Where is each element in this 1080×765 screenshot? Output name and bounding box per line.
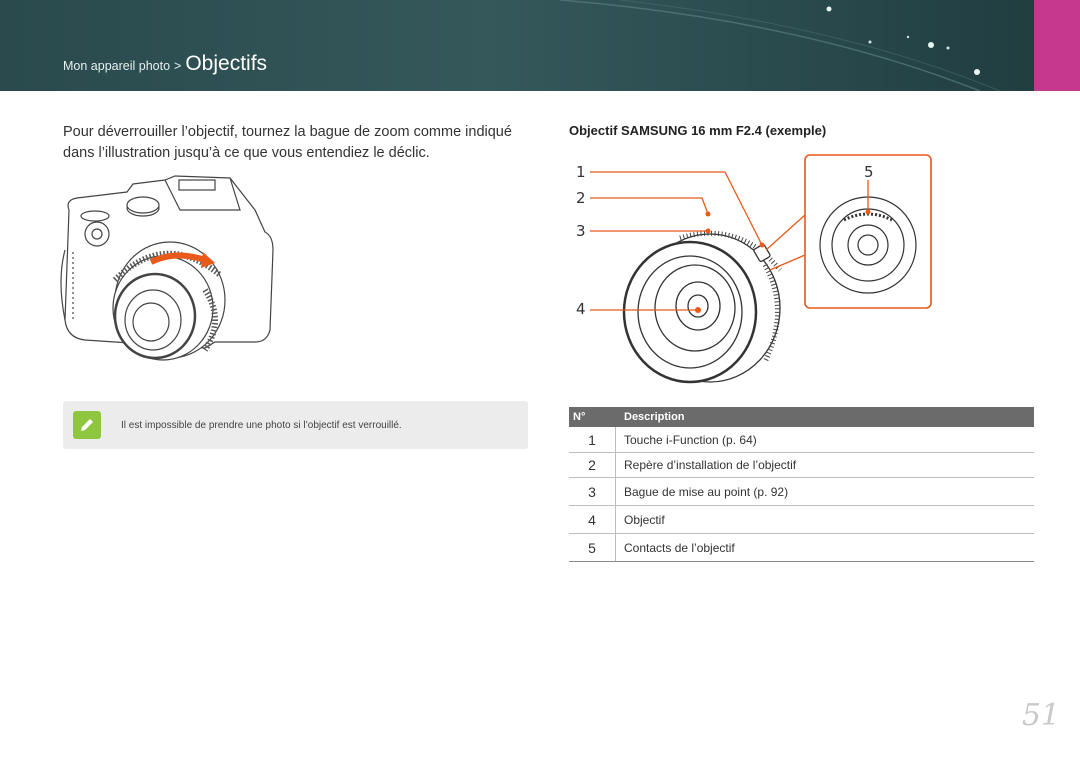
row-number: 5 [569,534,616,561]
note-text: Il est impossible de prendre une photo s… [121,419,402,431]
breadcrumb-separator: > [174,59,182,73]
row-description: Objectif [624,512,665,527]
callout-4: 4 [576,300,586,318]
row-description: Bague de mise au point (p. 92) [624,484,789,499]
pencil-note-icon [73,411,101,439]
table-row: 5 Contacts de l’objectif [569,534,1034,562]
row-description: Contacts de l’objectif [624,540,735,555]
header-description: Description [624,411,685,423]
header-decoration [559,0,1001,91]
page-header-banner: Mon appareil photo > Objectifs [0,0,1080,91]
table-row: 1 Touche i-Function (p. 64) [569,427,1034,453]
row-number: 3 [569,478,616,505]
row-description: Touche i-Function (p. 64) [624,432,757,447]
table-header: N° Description [569,407,1034,427]
callout-5: 5 [864,163,874,181]
description-table: N° Description 1 Touche i-Function (p. 6… [569,407,1034,562]
row-number: 1 [569,427,616,452]
intro-paragraph: Pour déverrouiller l’objectif, tournez l… [63,124,512,161]
page-title: Objectifs [185,52,268,75]
breadcrumb: Mon appareil photo > Objectifs [63,52,267,76]
header-number: N° [573,411,586,423]
table-row: 4 Objectif [569,506,1034,534]
breadcrumb-parent[interactable]: Mon appareil photo [63,59,171,73]
lens-diagram [590,154,932,384]
chapter-tab[interactable] [1034,0,1080,91]
callout-1: 1 [576,163,586,181]
table-row: 2 Repère d’installation de l’objectif [569,453,1034,478]
lens-title: Objectif SAMSUNG 16 mm F2.4 (exemple) [569,123,827,138]
page-number: 51 [1021,698,1060,733]
note-box: Il est impossible de prendre une photo s… [63,401,528,449]
row-description: Repère d’installation de l’objectif [624,458,797,472]
table-row: 3 Bague de mise au point (p. 92) [569,478,1034,506]
camera-illustration [60,175,274,361]
callout-2: 2 [576,189,586,207]
row-number: 4 [569,506,616,533]
callout-3: 3 [576,222,586,240]
row-number: 2 [569,453,616,477]
